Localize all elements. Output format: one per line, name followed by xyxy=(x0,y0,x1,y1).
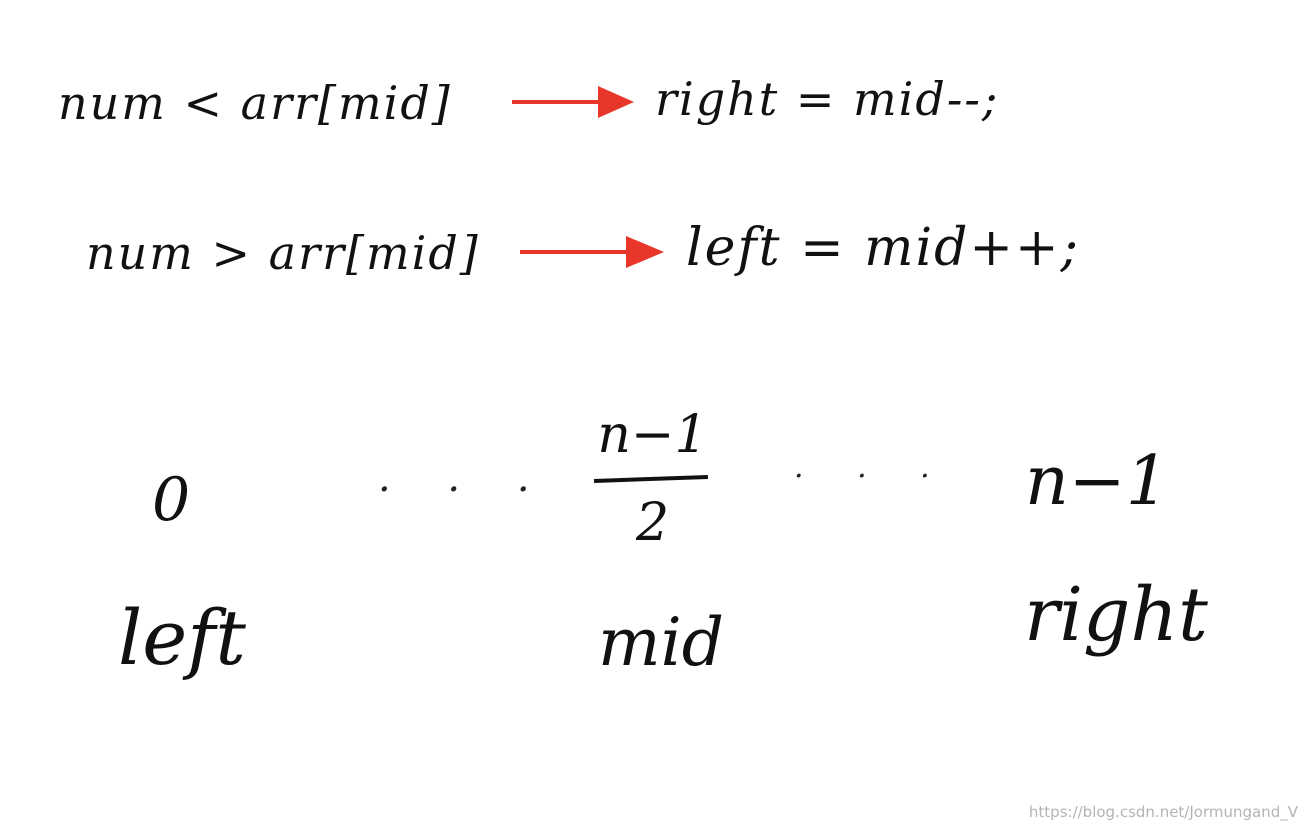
rule-1-condition: num < arr[mid] xyxy=(58,76,452,130)
dots-right: · · · xyxy=(794,459,952,494)
pointer-mid: mid xyxy=(598,604,724,681)
rule-1-arrow xyxy=(512,86,634,118)
index-end: n−1 xyxy=(1025,442,1170,521)
mid-index-fraction: n−1 2 xyxy=(590,405,715,555)
rule-2-condition: num > arr[mid] xyxy=(86,226,480,280)
rule-2-arrow xyxy=(520,236,664,268)
rule-2-arrow-head xyxy=(626,236,664,268)
fraction-bar xyxy=(593,475,709,483)
dots-left: · · · xyxy=(378,467,552,513)
mid-index-denominator: 2 xyxy=(635,493,670,553)
rule-1-action: right = mid--; xyxy=(655,72,1000,126)
watermark: https://blog.csdn.net/Jormungand_V xyxy=(1028,803,1298,821)
index-start: 0 xyxy=(152,465,191,535)
pointer-right: right xyxy=(1024,572,1208,658)
mid-index-numerator: n−1 xyxy=(597,405,708,465)
rule-2-action: left = mid++; xyxy=(686,218,1081,278)
pointer-left: left xyxy=(118,593,246,682)
rule-1-arrow-head xyxy=(598,86,634,118)
